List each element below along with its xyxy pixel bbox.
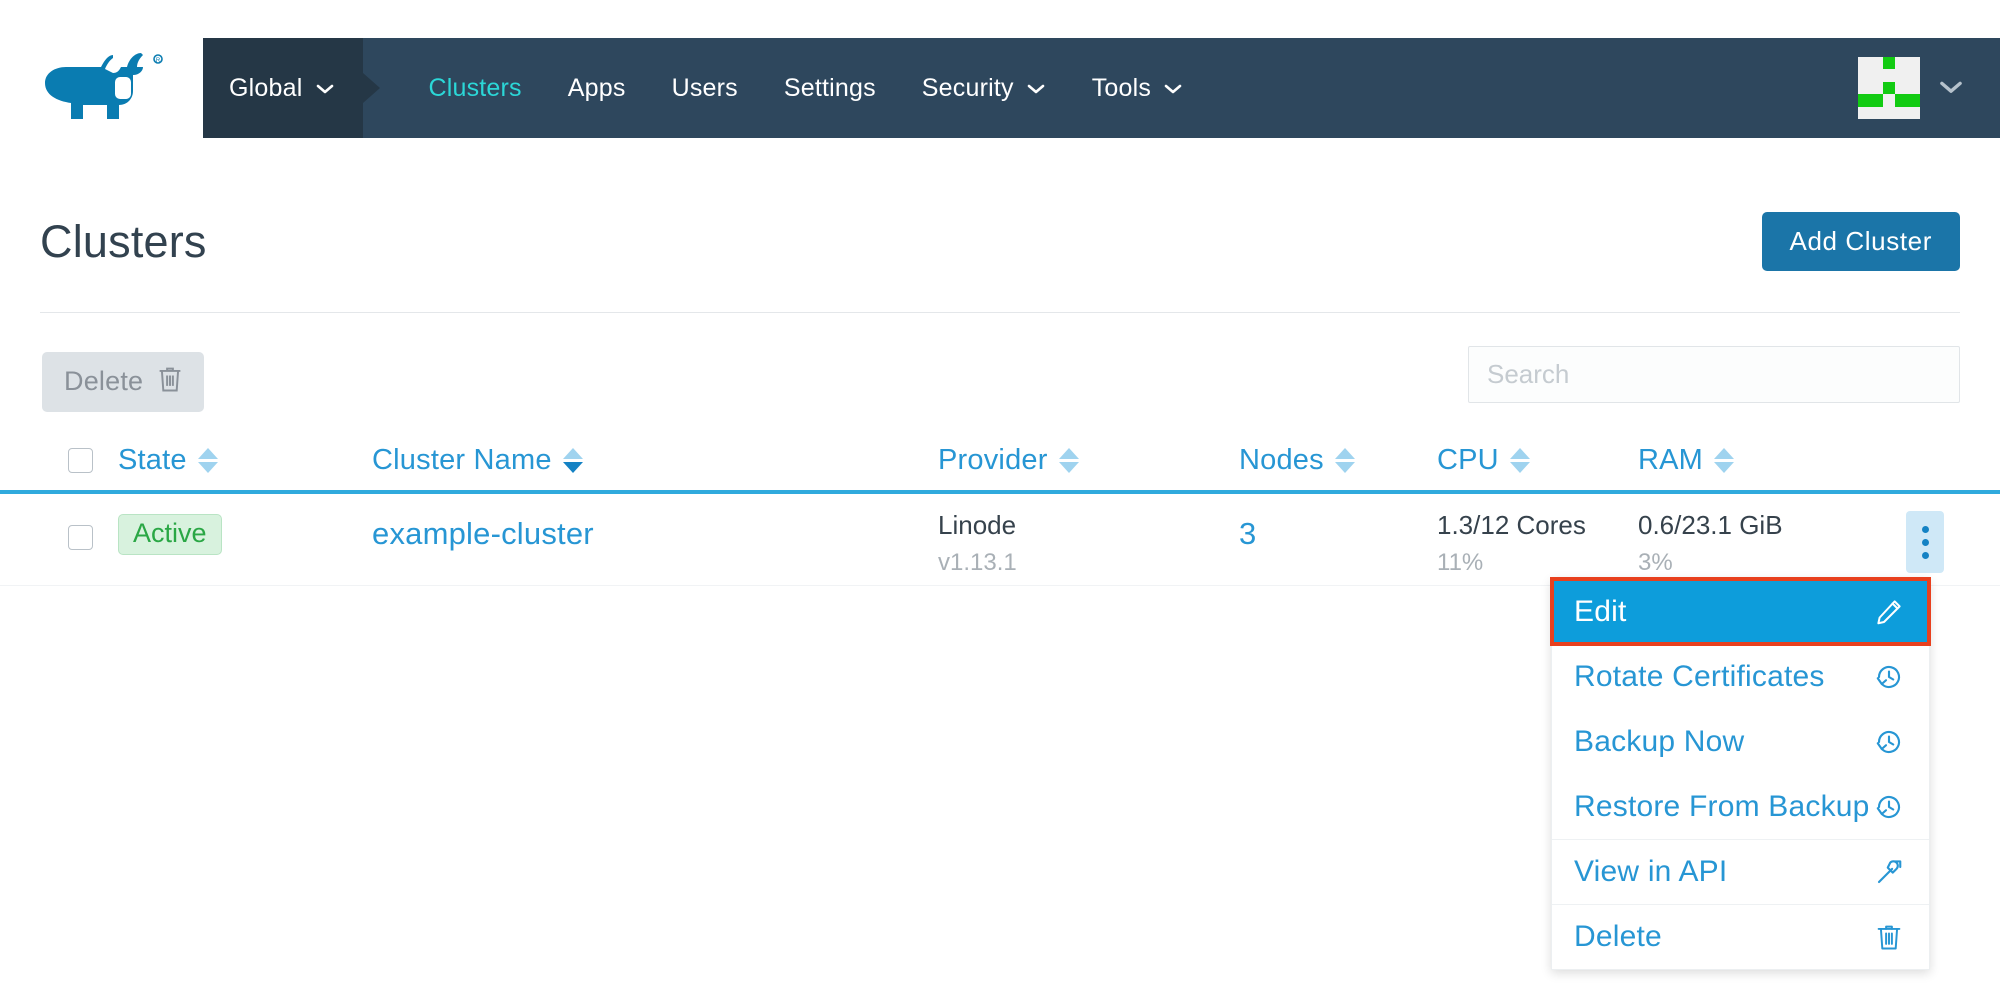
- table-header-row: State Cluster Name Provider: [0, 430, 2000, 494]
- kebab-dot: [1921, 551, 1929, 559]
- menu-item-label: View in API: [1574, 855, 1728, 888]
- nav-item-label: Security: [921, 73, 1014, 102]
- column-header-provider[interactable]: Provider: [938, 430, 1079, 490]
- nav-item-clusters[interactable]: Clusters: [405, 74, 544, 103]
- sort-toggle-icon[interactable]: [197, 447, 218, 473]
- cell-nodes: 3: [1239, 516, 1256, 552]
- menu-item-restore-from-backup[interactable]: Restore From Backup: [1552, 774, 1929, 839]
- kebab-dot: [1921, 538, 1929, 546]
- cell-state: Active: [118, 514, 222, 555]
- search-input[interactable]: [1469, 347, 1959, 402]
- menu-item-backup-now[interactable]: Backup Now: [1552, 709, 1929, 774]
- nav-item-tools[interactable]: Tools: [1069, 74, 1206, 103]
- history-icon: [1872, 792, 1906, 822]
- cell-provider: Linode v1.13.1: [938, 511, 1017, 576]
- nav-item-label: Clusters: [428, 73, 522, 102]
- table-row[interactable]: Active example-cluster Linode v1.13.1 3 …: [0, 494, 2000, 586]
- pencil-icon: [1872, 597, 1906, 627]
- column-header-nodes[interactable]: Nodes: [1239, 430, 1355, 490]
- nav-item-security[interactable]: Security: [899, 74, 1069, 103]
- menu-item-view-in-api[interactable]: View in API: [1552, 839, 1929, 904]
- table-toolbar: Delete: [0, 340, 2000, 425]
- search-field[interactable]: [1468, 346, 1960, 403]
- delete-button[interactable]: Delete: [42, 352, 205, 412]
- chevron-down-icon: [1026, 82, 1046, 94]
- status-badge: Active: [118, 514, 222, 555]
- column-label: Cluster Name: [372, 443, 552, 476]
- menu-item-rotate-certificates[interactable]: Rotate Certificates: [1552, 644, 1929, 709]
- nav-item-label: Apps: [567, 73, 626, 102]
- select-all-checkbox[interactable]: [68, 447, 93, 473]
- cell-cluster-name[interactable]: example-cluster: [372, 516, 594, 552]
- brand-logo[interactable]: R: [0, 38, 203, 138]
- chevron-down-icon: [1163, 82, 1183, 94]
- sort-toggle-icon[interactable]: [1334, 447, 1355, 473]
- external-link-icon: [1872, 857, 1906, 887]
- cpu-usage: 1.3/12 Cores: [1437, 510, 1586, 540]
- cpu-percent: 11%: [1437, 548, 1484, 576]
- column-label: CPU: [1437, 443, 1499, 476]
- sort-toggle-icon[interactable]: [1509, 447, 1530, 473]
- ram-percent: 3%: [1638, 548, 1673, 576]
- cell-actions[interactable]: [1906, 511, 1944, 573]
- trash-icon: [156, 364, 184, 399]
- column-header-cluster-name[interactable]: Cluster Name: [372, 430, 583, 490]
- nav-global-label: Global: [229, 73, 303, 102]
- chevron-down-icon: [315, 82, 335, 94]
- nav-item-settings[interactable]: Settings: [761, 74, 899, 103]
- nav-item-label: Settings: [783, 73, 876, 102]
- menu-item-label: Rotate Certificates: [1574, 659, 1825, 693]
- cell-cpu: 1.3/12 Cores 11%: [1437, 511, 1586, 576]
- kebab-dot: [1921, 525, 1929, 533]
- provider-version: v1.13.1: [938, 548, 1017, 576]
- nav-item-apps[interactable]: Apps: [545, 74, 649, 103]
- row-select-cell[interactable]: [68, 525, 93, 550]
- column-label: RAM: [1638, 443, 1704, 476]
- nodes-count: 3: [1239, 516, 1257, 551]
- row-context-menu: Edit Rotate Certificates Backup Now: [1550, 577, 1931, 970]
- user-identicon-avatar: [1858, 57, 1920, 119]
- column-label: Nodes: [1239, 443, 1324, 476]
- nav-global-scope-selector[interactable]: Global: [203, 38, 364, 138]
- nav-item-users[interactable]: Users: [649, 74, 761, 103]
- column-label: State: [118, 443, 187, 476]
- nav-item-label: Users: [671, 73, 738, 102]
- user-menu-button[interactable]: [1848, 38, 2000, 138]
- menu-item-label: Edit: [1574, 594, 1627, 628]
- delete-button-label: Delete: [64, 366, 144, 396]
- menu-item-label: Delete: [1574, 920, 1662, 953]
- chevron-down-icon: [1938, 78, 1964, 99]
- history-icon: [1872, 727, 1906, 757]
- column-label: Provider: [938, 443, 1048, 476]
- provider-name: Linode: [938, 510, 1017, 540]
- cell-ram: 0.6/23.1 GiB 3%: [1638, 511, 1783, 576]
- add-cluster-button[interactable]: Add Cluster: [1761, 212, 1960, 271]
- column-header-cpu[interactable]: CPU: [1437, 430, 1530, 490]
- trash-icon: [1872, 922, 1906, 952]
- svg-text:R: R: [156, 58, 161, 64]
- menu-item-delete[interactable]: Delete: [1552, 904, 1929, 969]
- history-icon: [1872, 662, 1906, 692]
- rancher-logo-icon: R: [45, 53, 163, 119]
- column-header-ram[interactable]: RAM: [1638, 430, 1735, 490]
- page-title: Clusters: [40, 216, 207, 267]
- clusters-table: State Cluster Name Provider: [0, 430, 2000, 586]
- row-checkbox[interactable]: [68, 525, 93, 550]
- kebab-menu-icon[interactable]: [1906, 511, 1944, 573]
- menu-item-label: Restore From Backup: [1574, 789, 1870, 823]
- sort-toggle-icon[interactable]: [562, 447, 583, 473]
- page-header: Clusters Add Cluster: [0, 200, 2000, 312]
- nav-item-label: Tools: [1091, 73, 1152, 102]
- nav-links: Clusters Apps Users Settings Security To…: [363, 38, 2000, 138]
- ram-usage: 0.6/23.1 GiB: [1638, 510, 1783, 540]
- menu-item-edit[interactable]: Edit: [1550, 577, 1931, 646]
- select-all-column[interactable]: [68, 430, 93, 490]
- header-divider: [40, 312, 1960, 313]
- sort-toggle-icon[interactable]: [1714, 447, 1735, 473]
- sort-toggle-icon[interactable]: [1058, 447, 1079, 473]
- top-navigation-bar: R Global Clusters Apps Users Settings S: [0, 38, 2000, 138]
- cluster-name-link[interactable]: example-cluster: [372, 516, 594, 551]
- menu-item-label: Backup Now: [1574, 724, 1745, 758]
- column-header-state[interactable]: State: [118, 430, 218, 490]
